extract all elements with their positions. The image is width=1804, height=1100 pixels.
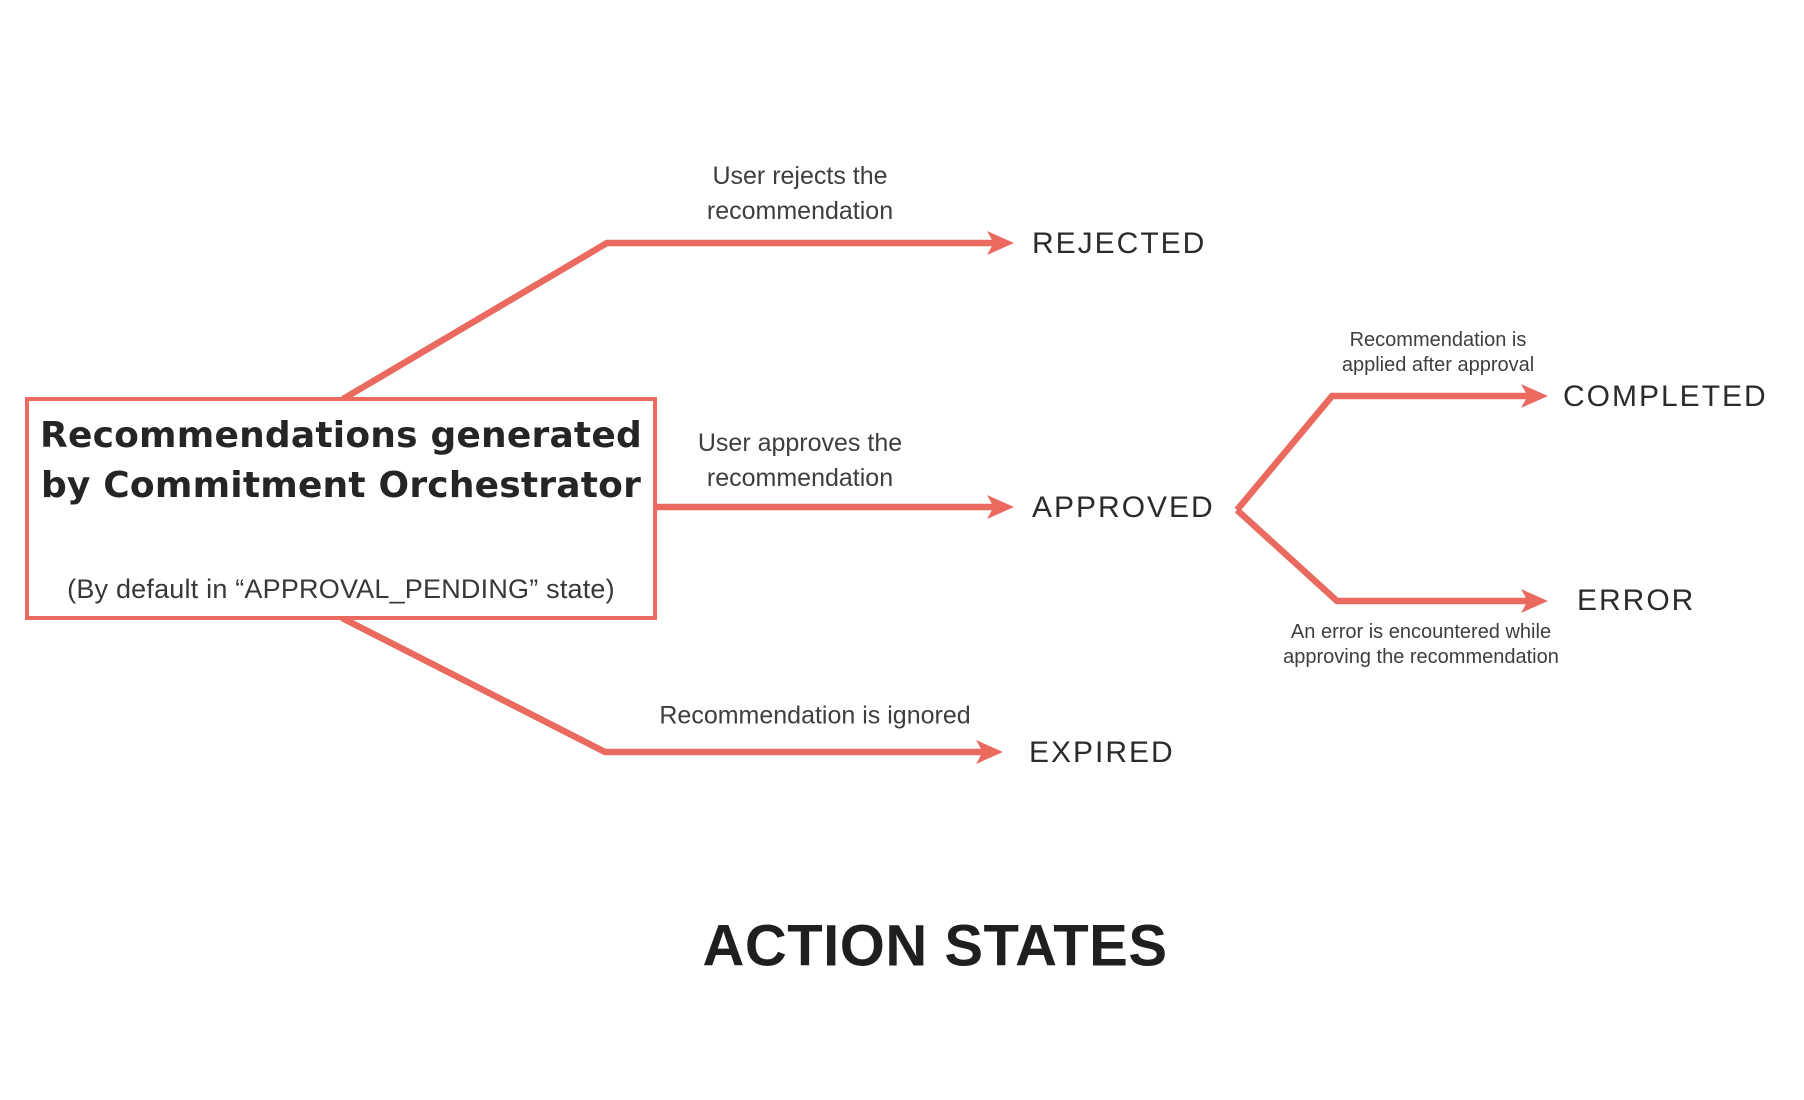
annotation-error-line2: approving the recommendation [1283,646,1559,668]
source-box-subtitle: (By default in “APPROVAL_PENDING” state) [67,574,615,604]
annotation-complete-line1: Recommendation is [1349,329,1527,351]
annotation-approve-line2: recommendation [706,464,894,492]
arrow-reject [341,231,1014,402]
annotation-complete: Recommendation is applied after approval [1342,328,1534,378]
annotation-approve: User approves the recommendation [698,426,902,496]
annotation-expire-line1: Recommendation is ignored [659,701,971,730]
state-label-completed: COMPLETED [1563,380,1768,413]
annotation-reject-line2: recommendation [706,197,894,225]
arrow-expire [340,615,1003,764]
arrow-error [1234,507,1548,613]
diagram-caption: ACTION STATES [702,913,1168,979]
source-box-title-line1: Recommendations generated [40,415,642,456]
source-box-title: Recommendations generated by Commitment … [29,411,653,511]
state-label-error: ERROR [1577,584,1696,617]
annotation-approve-line1: User approves the [697,429,903,457]
annotation-expire: Recommendation is ignored [659,699,970,734]
state-label-expired: EXPIRED [1029,736,1175,769]
annotation-complete-line2: applied after approval [1341,354,1535,376]
state-label-approved: APPROVED [1032,491,1215,524]
arrow-complete [1234,384,1548,513]
annotation-error-line1: An error is encountered while [1290,621,1552,643]
annotation-error: An error is encountered while approving … [1283,620,1559,670]
annotation-reject-line1: User rejects the [712,162,888,190]
state-label-rejected: REJECTED [1032,227,1207,260]
source-box: Recommendations generated by Commitment … [25,397,657,620]
source-box-title-line2: by Commitment Orchestrator [40,465,642,506]
annotation-reject: User rejects the recommendation [707,159,893,229]
